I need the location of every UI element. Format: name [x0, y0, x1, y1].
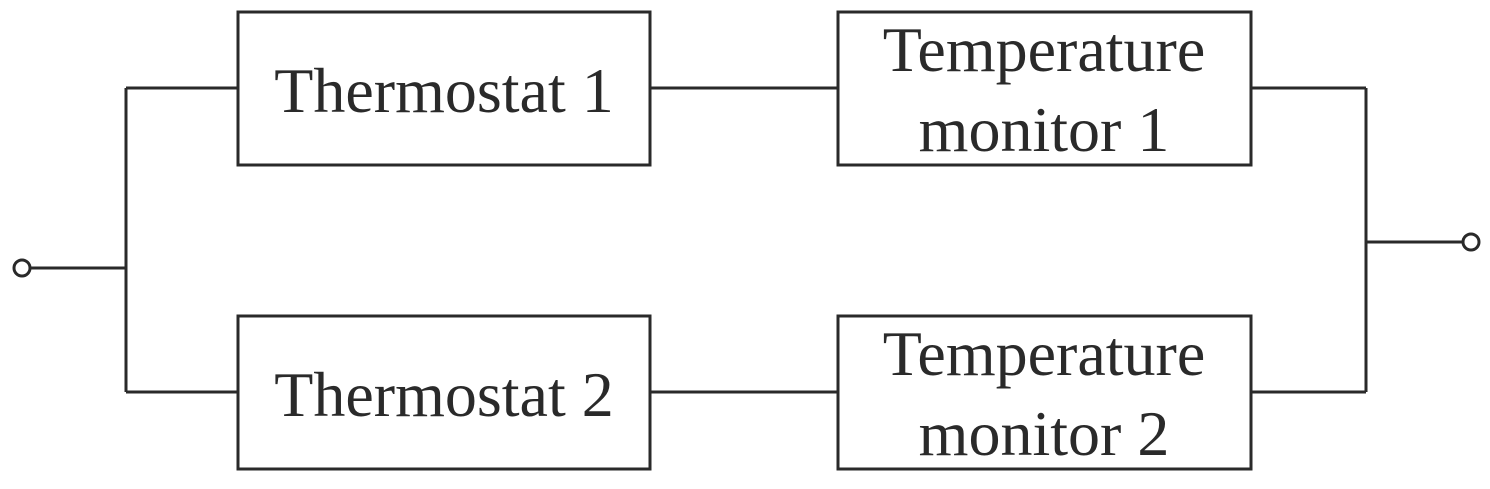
- thermostat-1-block: [236, 10, 652, 167]
- thermostat-1-label: Thermostat 1: [274, 55, 613, 126]
- thermostat-2-label: Thermostat 2: [274, 359, 613, 430]
- thermostat-2-block: [236, 314, 652, 471]
- input-terminal: [12, 258, 32, 278]
- temperature-monitor-1-block: [836, 10, 1253, 167]
- output-terminal: [1461, 232, 1481, 252]
- temperature-monitor-2-label-line2: monitor 2: [919, 398, 1170, 469]
- temperature-monitor-2-label-line1: Temperature: [883, 318, 1205, 389]
- temperature-monitor-1-label-line1: Temperature: [883, 14, 1205, 85]
- temperature-monitor-2-block: [836, 314, 1253, 471]
- temperature-monitor-1-label-line2: monitor 1: [919, 94, 1170, 165]
